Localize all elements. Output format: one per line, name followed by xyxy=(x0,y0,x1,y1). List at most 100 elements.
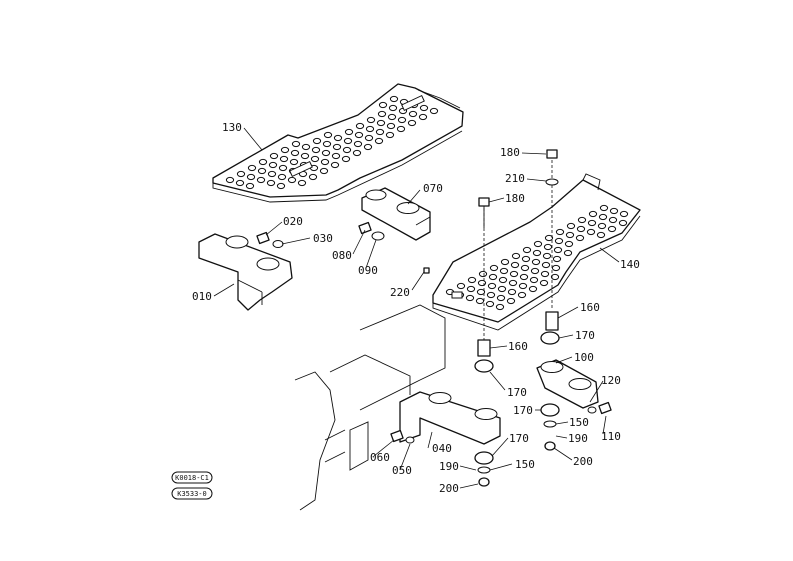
callout-050: 050 xyxy=(392,464,412,477)
callout-150-right: 150 xyxy=(569,416,589,429)
perforation-hole xyxy=(466,285,476,293)
perforation-hole xyxy=(418,113,428,121)
perforation-hole xyxy=(511,252,521,260)
perforation-hole xyxy=(506,297,516,305)
perforation-hole xyxy=(258,158,268,166)
perforation-hole xyxy=(554,237,564,245)
perforation-hole xyxy=(333,134,343,142)
callout-200-centre: 200 xyxy=(439,482,459,495)
reference-stamps: K0018-C1 K3533-0 xyxy=(171,471,213,500)
perforation-hole xyxy=(376,119,386,127)
perforation-hole xyxy=(375,128,385,136)
perforation-hole xyxy=(577,216,587,224)
perforation-hole xyxy=(364,134,374,142)
perforation-hole xyxy=(500,258,510,266)
perforation-hole xyxy=(386,122,396,130)
callout-180: 180 xyxy=(505,192,525,205)
callout-090: 090 xyxy=(358,264,378,277)
plate-140-tab xyxy=(451,291,463,299)
perforation-hole xyxy=(519,273,529,281)
callout-190-centre: 190 xyxy=(439,460,459,473)
perforation-hole xyxy=(311,146,321,154)
perforation-hole xyxy=(277,173,287,181)
perforation-hole xyxy=(498,276,508,284)
callout-190-right: 190 xyxy=(568,432,588,445)
perforation-hole xyxy=(354,131,364,139)
perforation-hole xyxy=(542,252,552,260)
callout-010: 010 xyxy=(192,290,212,303)
perforation-hole xyxy=(553,246,563,254)
perforation-hole xyxy=(520,264,530,272)
perforation-hole xyxy=(531,258,541,266)
perforation-hole xyxy=(332,143,342,151)
perforation-hole xyxy=(597,222,607,230)
perforation-hole xyxy=(486,291,496,299)
engine-outline xyxy=(294,304,446,511)
callout-120: 120 xyxy=(601,374,621,387)
perforation-hole xyxy=(496,294,506,302)
perforation-hole xyxy=(276,182,286,190)
perforation-hole xyxy=(322,140,332,148)
perforation-hole xyxy=(618,219,628,227)
callout-030: 030 xyxy=(313,232,333,245)
perforation-hole xyxy=(489,264,499,272)
perforation-hole xyxy=(539,279,549,287)
perforation-hole xyxy=(518,282,528,290)
perforation-hole xyxy=(308,173,318,181)
perforation-hole xyxy=(551,264,561,272)
perforation-hole xyxy=(599,204,609,212)
perforation-hole xyxy=(256,176,266,184)
bracket-070 xyxy=(361,187,431,241)
perforation-hole xyxy=(297,179,307,187)
callout-080: 080 xyxy=(332,249,352,262)
callout-150-centre: 150 xyxy=(515,458,535,471)
perforation-hole xyxy=(290,149,300,157)
stamp-top xyxy=(171,471,213,484)
perforation-hole xyxy=(387,113,397,121)
perforation-hole xyxy=(588,210,598,218)
perforation-hole xyxy=(363,143,373,151)
perforation-hole xyxy=(352,149,362,157)
perforation-hole xyxy=(312,137,322,145)
perforation-hole xyxy=(408,110,418,118)
perforation-hole xyxy=(320,158,330,166)
callout-020: 020 xyxy=(283,215,303,228)
perforation-hole xyxy=(378,101,388,109)
perforation-hole xyxy=(396,125,406,133)
perforation-hole xyxy=(467,276,477,284)
perforation-hole xyxy=(586,228,596,236)
perforation-hole xyxy=(246,173,256,181)
callout-170-bottom: 170 xyxy=(509,432,529,445)
perforation-hole xyxy=(566,222,576,230)
plate-130-slot xyxy=(289,160,313,178)
bolts-020-030 xyxy=(256,221,385,248)
perforation-hole xyxy=(495,303,505,311)
perforation-hole xyxy=(225,176,235,184)
callout-180-top: 180 xyxy=(500,146,520,159)
perforation-hole xyxy=(321,149,331,157)
perforation-hole xyxy=(301,143,311,151)
perforation-hole xyxy=(517,291,527,299)
spacer-stacks xyxy=(390,149,612,487)
perforation-hole xyxy=(465,294,475,302)
perforation-hole xyxy=(497,285,507,293)
perforation-hole xyxy=(475,297,485,305)
perforation-hole xyxy=(279,155,289,163)
perforation-hole xyxy=(499,267,509,275)
perforation-hole xyxy=(331,152,341,160)
callout-160-right: 160 xyxy=(580,301,600,314)
perforation-hole xyxy=(533,240,543,248)
plate-130-holes xyxy=(225,95,439,190)
perforation-hole xyxy=(487,282,497,290)
perforation-hole xyxy=(245,182,255,190)
perforation-hole xyxy=(619,210,629,218)
perforation-hole xyxy=(247,164,257,172)
stamp-top-text: K0018-C1 xyxy=(175,474,209,482)
perforation-hole xyxy=(522,246,532,254)
perforation-hole xyxy=(353,140,363,148)
perforation-hole xyxy=(236,170,246,178)
perforation-hole xyxy=(607,225,617,233)
callouts: 130 070 020 030 080 090 010 180 210 180 … xyxy=(192,121,640,495)
perforation-hole xyxy=(366,116,376,124)
